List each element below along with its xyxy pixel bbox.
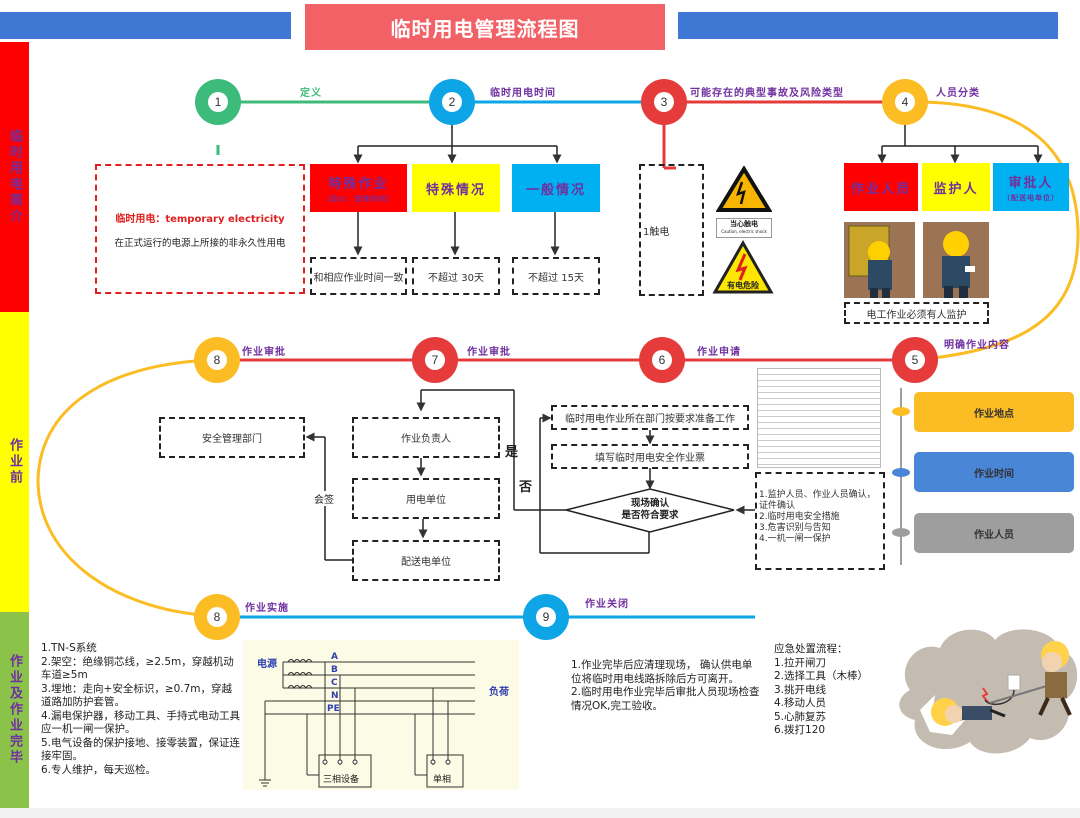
timeline-curve-8-8 <box>36 358 218 618</box>
safety-department-box: 安全管理部门 <box>159 417 305 458</box>
step-label-application: 作业申请 <box>697 347 741 358</box>
prepare-work-box: 临时用电作业所在部门按要求准备工作 <box>551 405 749 430</box>
step-node-8-implementation[interactable]: 8 <box>194 594 240 640</box>
step-label-definition: 定义 <box>300 88 322 99</box>
risk-item: 1触电 <box>643 226 670 238</box>
role-worker: 作业人员 <box>844 163 918 211</box>
yes-label: 是 <box>505 445 519 460</box>
fill-ticket-box: 填写临时用电安全作业票 <box>551 444 749 469</box>
closure-list: 1.作业完毕后应清理现场， 确认供电单位将临时用电线路拆除后方可离开。 2.临时… <box>571 659 760 712</box>
definition-box: 临时用电：temporary electricity 在正式运行的电源上所接的非… <box>95 164 305 294</box>
step-node-9[interactable]: 9 <box>523 594 569 640</box>
header-bar-left <box>0 12 291 39</box>
supervisor-illustration <box>923 222 989 298</box>
work-personnel-marker <box>892 528 910 537</box>
work-leader-box: 作业负责人 <box>352 417 500 458</box>
step-label-approval-8: 作业审批 <box>242 347 286 358</box>
svg-text:B: B <box>331 665 338 675</box>
decision-diamond <box>565 488 735 533</box>
header-bar-right <box>678 12 1058 39</box>
step-label-implementation: 作业实施 <box>245 603 289 614</box>
step-label-personnel: 人员分类 <box>936 88 980 99</box>
page-title: 临时用电管理流程图 <box>305 4 665 50</box>
sidebar-section-before-work: 作业前 <box>0 312 29 612</box>
duration-general: 不超过 15天 <box>512 257 600 295</box>
decision-label: 现场确认 是否符合要求 <box>621 498 679 521</box>
work-time-pill: 作业时间 <box>914 452 1074 492</box>
duration-special-work: 和相应作业时间一致 <box>310 257 407 295</box>
countersign-label: 会签 <box>314 491 334 506</box>
power-user-unit-box: 用电单位 <box>352 478 500 519</box>
time-category-special-case: 特殊情况 <box>412 164 500 212</box>
step-label-closure: 作业关闭 <box>585 599 629 610</box>
electric-shock-rescue-illustration <box>890 620 1080 760</box>
step-node-4[interactable]: 4 <box>882 79 928 125</box>
checklist-box: 1.监护人员、作业人员确认，证件确认 2.临时用电安全措施 3.危害识别与告知 … <box>755 472 885 570</box>
svg-text:有电危险: 有电危险 <box>727 280 760 290</box>
emergency-procedure: 应急处置流程： 1.拉开闸刀 2.选择工具（木棒） 3.挑开电线 4.移动人员 … <box>774 643 884 738</box>
svg-text:C: C <box>331 678 338 688</box>
work-personnel-pill: 作业人员 <box>914 513 1074 553</box>
step-node-1[interactable]: 1 <box>195 79 241 125</box>
work-ticket-form-thumbnail <box>757 368 881 468</box>
timeline-curve-4-5 <box>904 100 1080 362</box>
step-node-5[interactable]: 5 <box>892 337 938 383</box>
definition-body: 在正式运行的电源上所接的非永久性用电 <box>114 237 286 249</box>
sidebar-section-intro: 临时用电简介 <box>0 42 29 312</box>
power-supply-unit-box: 配送电单位 <box>352 540 500 581</box>
step-node-3[interactable]: 3 <box>641 79 687 125</box>
step-label-risks: 可能存在的典型事故及风险类型 <box>690 88 844 99</box>
load-label: 负荷 <box>489 685 509 698</box>
source-label: 电源 <box>257 657 277 670</box>
svg-text:A: A <box>331 652 338 662</box>
electrician-working-illustration <box>844 222 915 298</box>
duration-special-case: 不超过 30天 <box>412 257 500 295</box>
sidebar-section-work-completion: 作业及作业完毕 <box>0 612 29 808</box>
lightning-warning-icon: 有电危险 <box>712 239 774 294</box>
step-node-7[interactable]: 7 <box>412 337 458 383</box>
high-voltage-danger-sign: 有电危险 <box>712 239 774 300</box>
svg-text:PE: PE <box>327 704 340 714</box>
risk-box: 1触电 <box>639 164 704 296</box>
step-node-8-approval[interactable]: 8 <box>194 337 240 383</box>
step-label-approval-7: 作业审批 <box>467 347 511 358</box>
work-time-marker <box>892 468 910 477</box>
definition-title: 临时用电：temporary electricity <box>115 213 285 225</box>
three-phase-equipment-label: 三相设备 <box>323 773 359 785</box>
emergency-title: 应急处置流程： <box>774 643 848 655</box>
step-label-work-content: 明确作业内容 <box>944 340 1010 351</box>
work-location-marker <box>892 407 910 416</box>
tns-wiring-diagram: 电源 负荷 A B C N PE 三相设备 单相 <box>243 640 519 790</box>
single-phase-label: 单相 <box>433 773 451 785</box>
caution-electric-shock-sign: 当心触电 Caution, electric shock <box>715 165 773 238</box>
supervision-note: 电工作业必须有人监护 <box>844 302 989 324</box>
role-guardian: 监护人 <box>922 163 990 211</box>
step-node-6[interactable]: 6 <box>639 337 685 383</box>
page-bottom-strip <box>0 808 1080 818</box>
no-label: 否 <box>519 480 533 495</box>
implementation-list: 1.TN-S系统 2.架空：绝缘铜芯线，≥2.5m，穿越机动车道≥5m 3.埋地… <box>41 642 241 776</box>
work-location-pill: 作业地点 <box>914 392 1074 432</box>
time-category-general: 一般情况 <box>512 164 600 212</box>
role-approver: 审批人 （配送电单位） <box>993 163 1069 211</box>
time-category-special-work: 特殊作业 （动火、受限空间） <box>310 164 407 212</box>
step-node-2[interactable]: 2 <box>429 79 475 125</box>
warning-triangle-icon <box>715 165 773 212</box>
svg-text:N: N <box>331 691 339 701</box>
step-label-time: 临时用电时间 <box>490 88 556 99</box>
